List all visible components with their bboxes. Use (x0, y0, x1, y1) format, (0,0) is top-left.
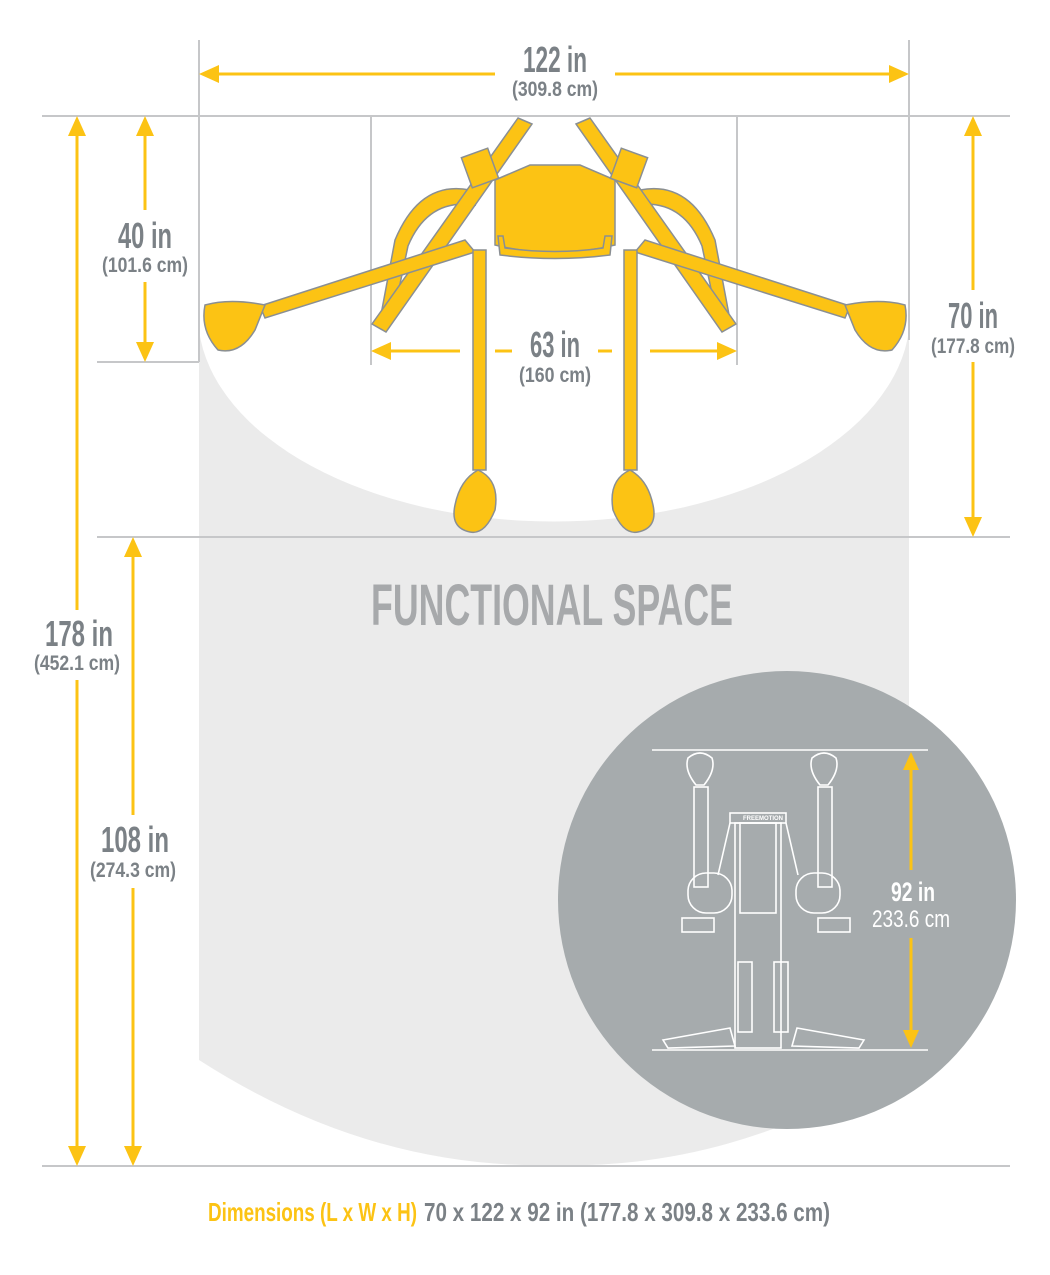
dim-inner-width: 63 in (160 cm) (371, 324, 737, 387)
total-length-cm: (452.1 cm) (34, 652, 120, 675)
machine-depth-cm: (101.6 cm) (102, 254, 188, 277)
dim-functional-length: 108 in (274.3 cm) (90, 537, 176, 1166)
height-in: 92 in (891, 877, 935, 907)
caption-label: Dimensions (L x W x H) (208, 1197, 417, 1227)
machine-length-cm: (177.8 cm) (931, 335, 1015, 358)
caption-value: 70 x 122 x 92 in (177.8 x 309.8 x 233.6 … (424, 1197, 830, 1227)
total-length-in: 178 in (45, 613, 113, 654)
dim-overall-width: 122 in (309.8 cm) (199, 39, 909, 101)
inner-width-cm: (160 cm) (519, 364, 591, 387)
dim-machine-length: 70 in (177.8 cm) (931, 116, 1015, 537)
brand-logo: FREEMOTION (743, 816, 783, 822)
machine-top-view (203, 117, 907, 534)
machine-depth-in: 40 in (118, 215, 172, 256)
height-inset: FREEMOTION 92 in 233.6 cm (558, 671, 1016, 1129)
dim-machine-depth: 40 in (101.6 cm) (102, 116, 188, 362)
machine-footprint-arc (199, 330, 909, 522)
functional-length-cm: (274.3 cm) (90, 859, 176, 882)
height-cm: 233.6 cm (872, 906, 950, 933)
inner-width-in: 63 in (530, 324, 580, 365)
machine-side-view: FREEMOTION (661, 752, 866, 1049)
dim-total-length: 178 in (452.1 cm) (34, 116, 120, 1166)
overall-width-in: 122 in (523, 39, 587, 80)
overall-width-cm: (309.8 cm) (512, 78, 598, 101)
functional-space-label: FUNCTIONAL SPACE (371, 573, 733, 638)
functional-length-in: 108 in (101, 819, 169, 860)
extension-lines (42, 40, 1010, 1167)
machine-length-in: 70 in (948, 295, 998, 336)
